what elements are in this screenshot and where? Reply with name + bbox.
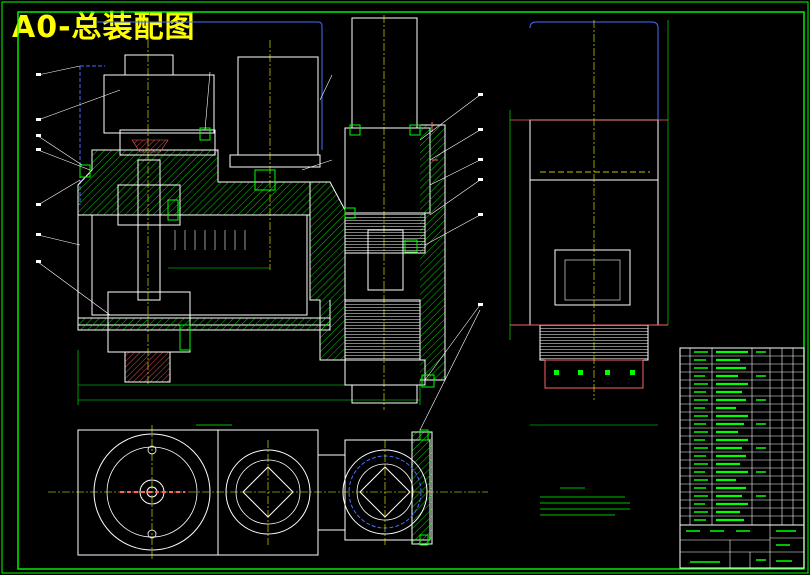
drawing-title: A0-总装配图 [12,10,196,45]
technical-notes [540,487,630,516]
parts-list-entries [694,350,766,522]
title-block-entries [686,530,796,563]
parts-list-table [679,347,805,569]
plan-view [48,309,488,560]
title-block [679,524,805,569]
vertical-column [344,15,483,410]
front-section-view [36,21,421,405]
side-view [509,20,669,426]
